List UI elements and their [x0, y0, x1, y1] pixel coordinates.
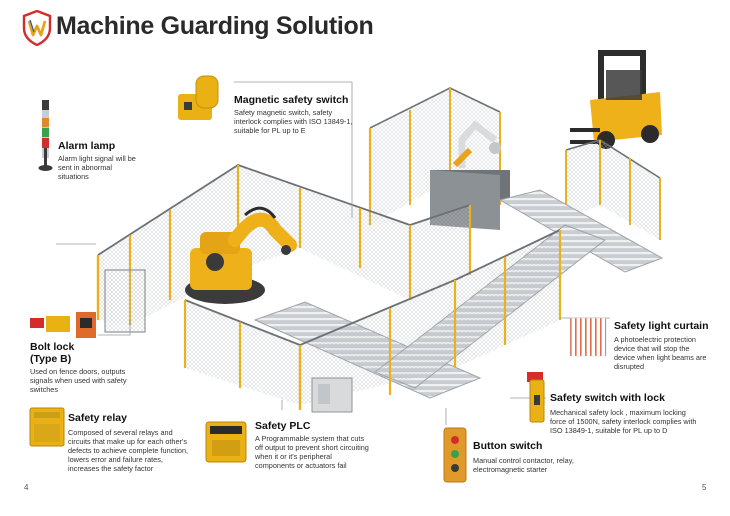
lock-switch-image	[527, 372, 545, 423]
magnetic-switch-image	[178, 75, 219, 120]
light-curtain-image	[569, 317, 607, 357]
bolt-lock-image	[30, 312, 96, 338]
callout-desc: Safety magnetic switch, safety interlock…	[234, 108, 353, 135]
callout-desc: A Programmable system that cuts off outp…	[255, 434, 369, 470]
industrial-robot	[185, 206, 297, 304]
shield-w-logo-icon	[22, 10, 52, 46]
callout-magnetic-switch: Magnetic safety switch Safety magnetic s…	[234, 94, 354, 135]
page-number-right: 5	[702, 483, 707, 492]
right-fence	[565, 139, 661, 240]
page-title: Machine Guarding Solution	[56, 12, 374, 40]
callout-desc: A photoelectric protection device that w…	[614, 335, 707, 371]
callout-desc: Composed of several relays and circuits …	[68, 428, 189, 473]
safety-relay-image	[29, 407, 65, 447]
button-switch-image	[443, 427, 467, 483]
callout-safety-relay: Safety relay Composed of several relays …	[68, 412, 194, 473]
callout-desc: Used on fence doors, outputs signals whe…	[30, 367, 127, 394]
callout-title: Safety PLC	[255, 420, 311, 432]
callout-safety-plc: Safety PLC A Programmable system that cu…	[255, 420, 373, 470]
callout-title-line1: Bolt lock	[30, 341, 75, 353]
callout-title: Safety light curtain	[614, 320, 709, 332]
front-fence	[183, 229, 562, 413]
callout-title: Alarm lamp	[58, 140, 116, 152]
callout-desc: Alarm light signal will be sent in abnor…	[58, 154, 136, 181]
page-number-left: 4	[24, 483, 29, 492]
callout-title: Safety switch with lock	[550, 392, 665, 404]
callout-title-line2: (Type B)	[30, 353, 72, 365]
callout-bolt-lock: Bolt lock (Type B) Used on fence doors, …	[30, 341, 142, 394]
callout-title: Button switch	[473, 440, 543, 452]
callout-title: Magnetic safety switch	[234, 94, 349, 106]
callout-desc: Manual control contactor, relay, electro…	[473, 456, 574, 474]
callout-title: Safety relay	[68, 412, 127, 424]
alarm-lamp-image	[38, 100, 53, 171]
callout-desc: Mechanical safety lock , maximum locking…	[550, 408, 697, 435]
forklift	[570, 50, 662, 149]
callout-safety-lock-switch: Safety switch with lock Mechanical safet…	[550, 392, 700, 435]
safety-plc-image	[205, 421, 247, 463]
callout-button-switch: Button switch Manual control contactor, …	[473, 440, 593, 474]
callout-light-curtain: Safety light curtain A photoelectric pro…	[614, 320, 710, 371]
callout-alarm-lamp: Alarm lamp Alarm light signal will be se…	[58, 140, 140, 181]
